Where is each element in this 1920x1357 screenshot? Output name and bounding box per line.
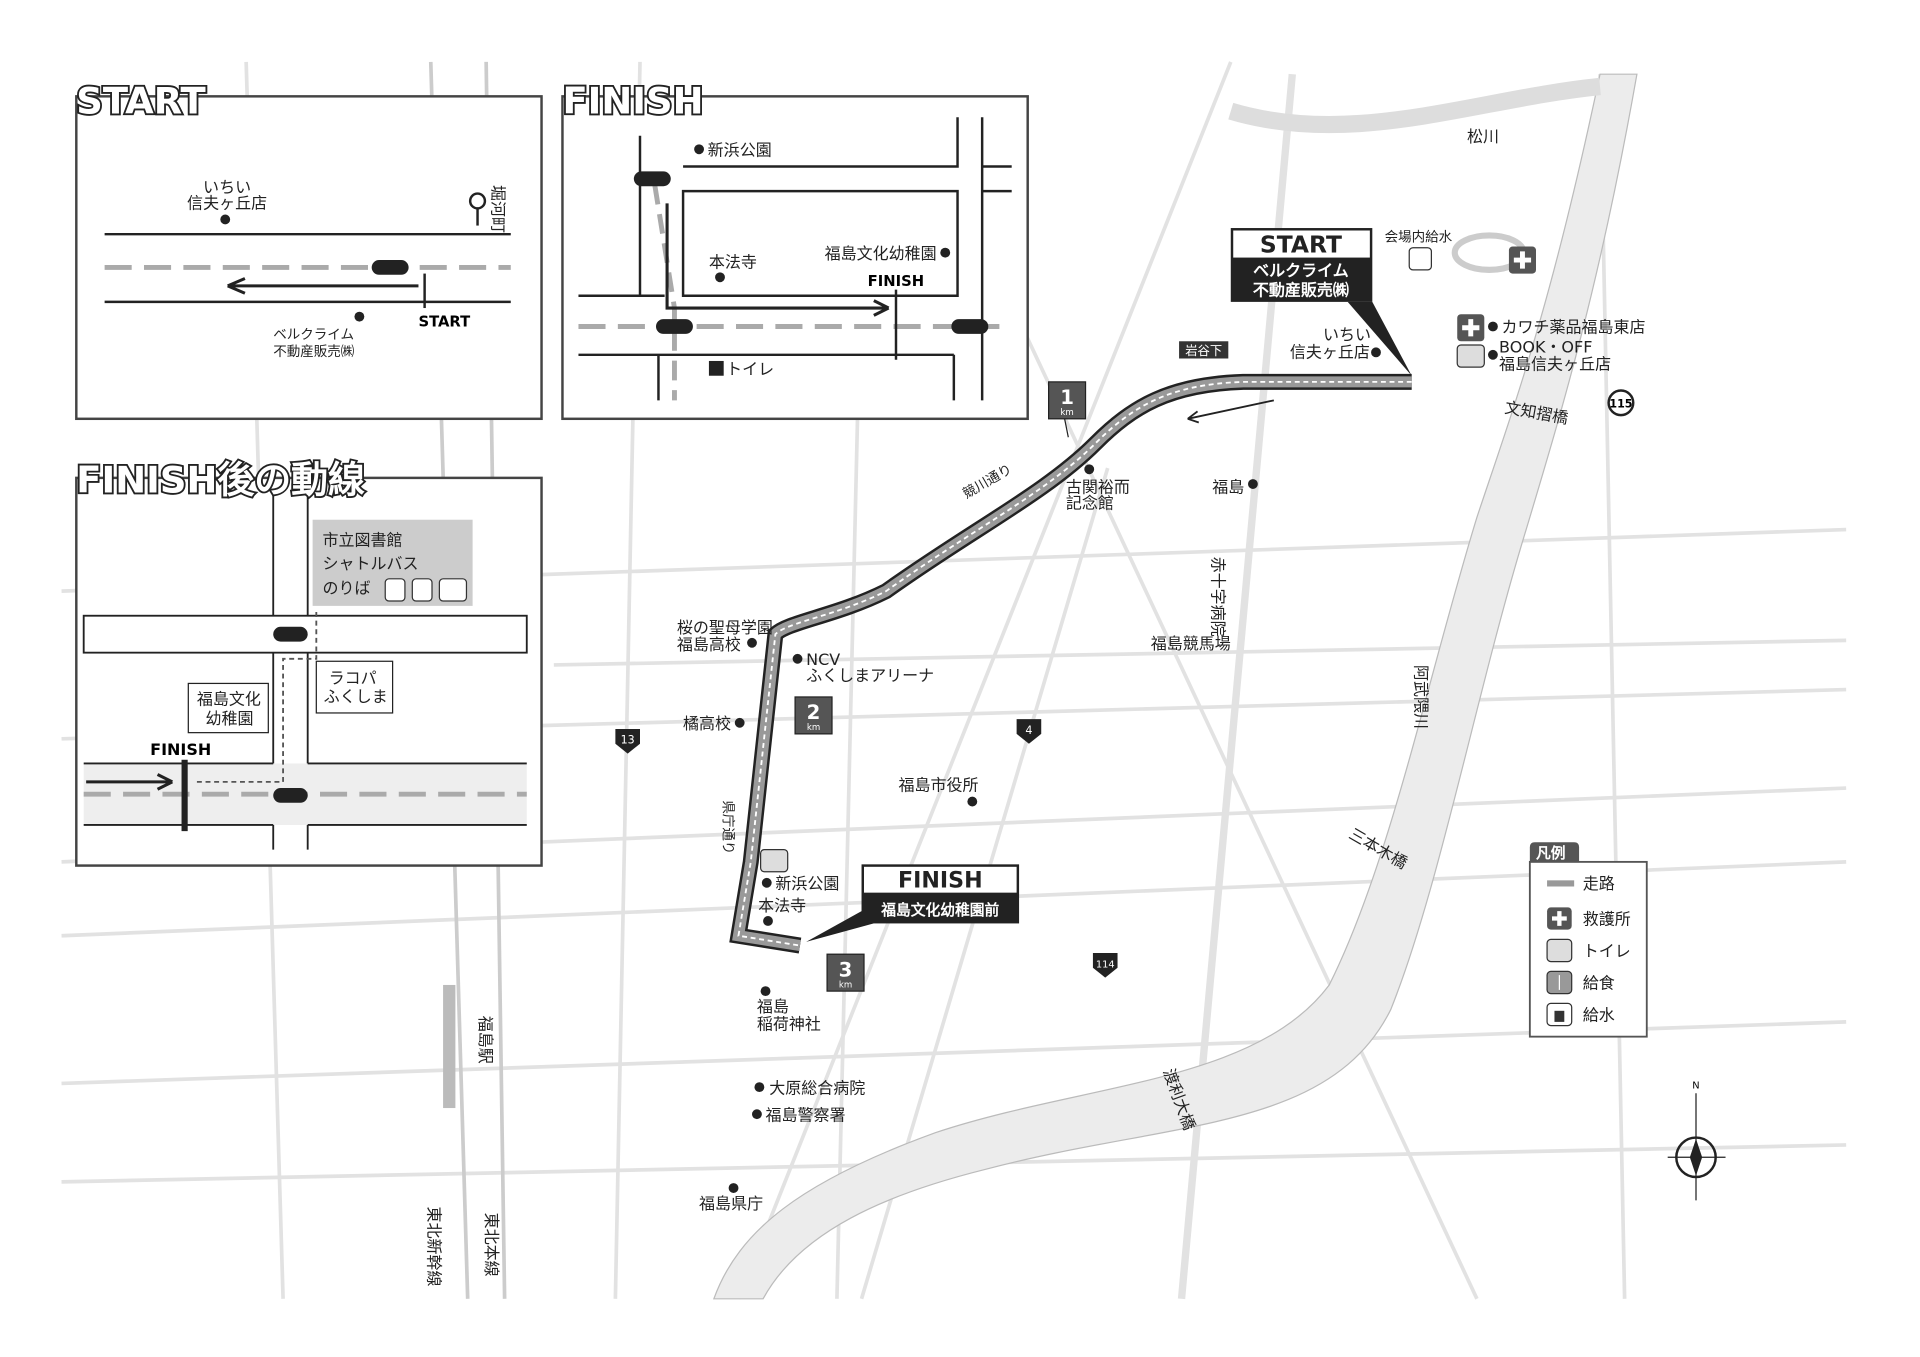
svg-text:114: 114 — [1096, 960, 1115, 971]
svg-text:N: N — [1692, 1080, 1699, 1091]
toilet-icon — [1456, 344, 1485, 368]
svg-text:古関裕而: 古関裕而 — [1066, 478, 1130, 497]
svg-text:のりば: のりば — [322, 579, 370, 598]
svg-text:県庁通り: 県庁通り — [720, 800, 736, 854]
svg-text:給食: 給食 — [1583, 974, 1615, 993]
svg-text:市立図書館: 市立図書館 — [322, 531, 402, 550]
svg-text:福島県庁: 福島県庁 — [699, 1194, 763, 1213]
toilet-icon — [760, 848, 789, 873]
matsukawa-river — [1228, 77, 1601, 134]
north-compass: N — [1667, 1080, 1726, 1201]
toilet-icon — [438, 578, 468, 602]
svg-text:シャトルバス: シャトルバス — [322, 554, 418, 573]
svg-text:ラコパ: ラコパ — [329, 668, 377, 687]
svg-text:堀河町: 堀河町 — [488, 185, 507, 233]
first-aid-icon — [1508, 246, 1536, 274]
svg-text:2: 2 — [807, 701, 821, 724]
svg-text:福島警察署: 福島警察署 — [766, 1105, 846, 1124]
svg-text:いちい: いちい — [1323, 325, 1371, 344]
km-marker-3: 3km — [826, 953, 865, 992]
toilet-icon — [1546, 938, 1573, 963]
km-marker-2: 2km — [794, 696, 833, 735]
legend: 凡例 走路 救護所 トイレ 給食 給水 — [1528, 842, 1648, 1038]
svg-text:福島市役所: 福島市役所 — [898, 776, 978, 795]
svg-text:4: 4 — [1025, 724, 1032, 737]
svg-text:記念館: 記念館 — [1066, 494, 1114, 513]
svg-text:福島高校: 福島高校 — [677, 635, 741, 654]
water-icon — [384, 578, 406, 602]
svg-text:km: km — [807, 723, 820, 733]
svg-text:115: 115 — [1609, 398, 1632, 411]
svg-text:稲荷神社: 稲荷神社 — [757, 1014, 821, 1033]
first-aid-icon — [1547, 907, 1572, 930]
food-icon — [411, 578, 433, 602]
svg-text:トイレ: トイレ — [1583, 942, 1631, 961]
svg-text:大原総合病院: 大原総合病院 — [769, 1078, 865, 1097]
finish-inset: 新浜公園 本法寺 福島文化幼稚園 FINISH トイレ — [561, 95, 1029, 421]
svg-text:不動産販売㈱: 不動産販売㈱ — [273, 344, 355, 360]
svg-text:信夫ヶ丘店: 信夫ヶ丘店 — [1290, 342, 1370, 361]
svg-text:松川: 松川 — [1467, 127, 1499, 146]
svg-text:ベルクライム: ベルクライム — [273, 327, 354, 343]
svg-text:km: km — [839, 980, 852, 990]
svg-text:福島: 福島 — [1212, 478, 1244, 497]
svg-text:本法寺: 本法寺 — [709, 252, 757, 271]
svg-text:橘高校: 橘高校 — [683, 714, 731, 733]
svg-text:福島競馬場: 福島競馬場 — [1151, 634, 1231, 653]
svg-text:救護所: 救護所 — [1583, 910, 1631, 929]
svg-text:福島文化幼稚園: 福島文化幼稚園 — [825, 244, 937, 263]
svg-text:凡例: 凡例 — [1536, 844, 1566, 862]
svg-text:BOOK・OFF: BOOK・OFF — [1499, 337, 1592, 356]
svg-text:福島: 福島 — [757, 997, 789, 1016]
abukuma-river — [712, 73, 1638, 1300]
svg-text:新浜公園: 新浜公園 — [708, 140, 772, 159]
svg-text:ふくしま: ふくしま — [324, 687, 388, 706]
svg-text:FINISH: FINISH — [868, 273, 924, 290]
svg-text:本法寺: 本法寺 — [758, 896, 806, 915]
after-finish-inset-title: FINISH後の動線 — [76, 459, 365, 502]
svg-text:東北新幹線: 東北新幹線 — [424, 1207, 443, 1287]
svg-text:給水: 給水 — [1583, 1006, 1615, 1025]
svg-text:福島文化幼稚園前: 福島文化幼稚園前 — [880, 901, 999, 919]
svg-text:福島信夫ヶ丘店: 福島信夫ヶ丘店 — [1499, 355, 1611, 374]
svg-text:新浜公園: 新浜公園 — [775, 874, 839, 893]
finish-callout: FINISH 福島文化幼稚園前 — [806, 864, 1020, 942]
svg-text:岩谷下: 岩谷下 — [1185, 343, 1222, 358]
finish-inset-title: FINISH — [562, 80, 703, 123]
svg-text:START: START — [1260, 231, 1342, 259]
svg-text:福島文化: 福島文化 — [197, 689, 261, 708]
svg-text:km: km — [1060, 408, 1073, 418]
svg-text:13: 13 — [621, 734, 635, 747]
direction-arrow — [1187, 399, 1275, 424]
svg-text:赤十字病院: 赤十字病院 — [1208, 557, 1227, 637]
svg-text:東北本線: 東北本線 — [482, 1213, 501, 1277]
svg-text:FINISH: FINISH — [150, 740, 211, 759]
start-inset-title: START — [76, 80, 205, 123]
svg-text:阿武隈川: 阿武隈川 — [1411, 665, 1430, 729]
svg-text:信夫ヶ丘店: 信夫ヶ丘店 — [187, 193, 267, 212]
km-marker-1: 1km — [1048, 381, 1087, 438]
svg-text:ふくしまアリーナ: ふくしまアリーナ — [806, 666, 934, 685]
svg-text:幼稚園: 幼稚園 — [206, 709, 254, 728]
svg-text:ベルクライム: ベルクライム — [1253, 261, 1349, 280]
svg-text:START: START — [418, 314, 470, 331]
svg-text:FINISH: FINISH — [898, 868, 983, 894]
first-aid-icon — [1457, 314, 1485, 342]
svg-text:3: 3 — [839, 958, 853, 981]
svg-text:不動産販売㈱: 不動産販売㈱ — [1253, 281, 1349, 300]
svg-text:トイレ: トイレ — [726, 360, 774, 379]
start-callout: START ベルクライム 不動産販売㈱ — [1230, 228, 1412, 376]
svg-text:カワチ薬品福島東店: カワチ薬品福島東店 — [1502, 318, 1646, 337]
svg-text:会場内給水: 会場内給水 — [1385, 230, 1453, 246]
svg-text:走路: 走路 — [1583, 874, 1615, 893]
svg-text:1: 1 — [1060, 386, 1074, 409]
svg-text:福島駅: 福島駅 — [476, 1016, 495, 1064]
svg-text:桜の聖母学園: 桜の聖母学園 — [677, 618, 773, 637]
svg-text:いちい: いちい — [203, 177, 251, 196]
svg-text:NCV: NCV — [806, 650, 840, 669]
water-icon — [1408, 247, 1432, 271]
